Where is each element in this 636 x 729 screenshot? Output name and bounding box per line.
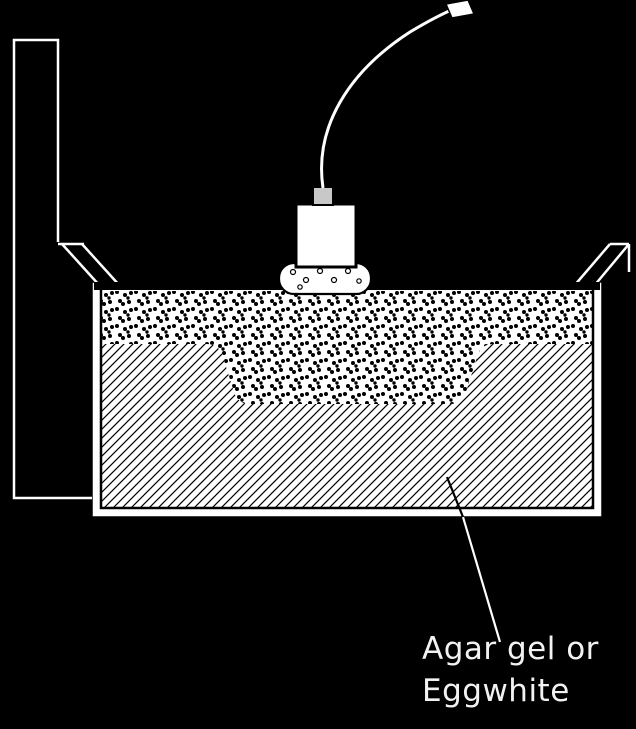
- cable: [320, 6, 457, 189]
- transducer: [277, 186, 373, 296]
- transducer-body: [294, 202, 358, 269]
- agar-label: Agar gel or Eggwhite: [422, 628, 632, 712]
- tank-rim-flare-left: [58, 242, 121, 287]
- cable-plug: [444, 0, 476, 19]
- agar-label-line2: Eggwhite: [422, 673, 570, 709]
- dimension-bracket: [12, 38, 92, 500]
- label-leader-line-outer: [461, 516, 502, 643]
- transducer-neck: [312, 186, 334, 206]
- agar-label-line1: Agar gel or: [422, 631, 599, 667]
- agar-gel-region: [101, 344, 593, 507]
- label-leader-line-inner: [445, 476, 465, 518]
- coupling-layer: [101, 291, 593, 404]
- coupling-pad-bubbles: [289, 267, 362, 290]
- tank-rim-flare-right: [573, 242, 631, 287]
